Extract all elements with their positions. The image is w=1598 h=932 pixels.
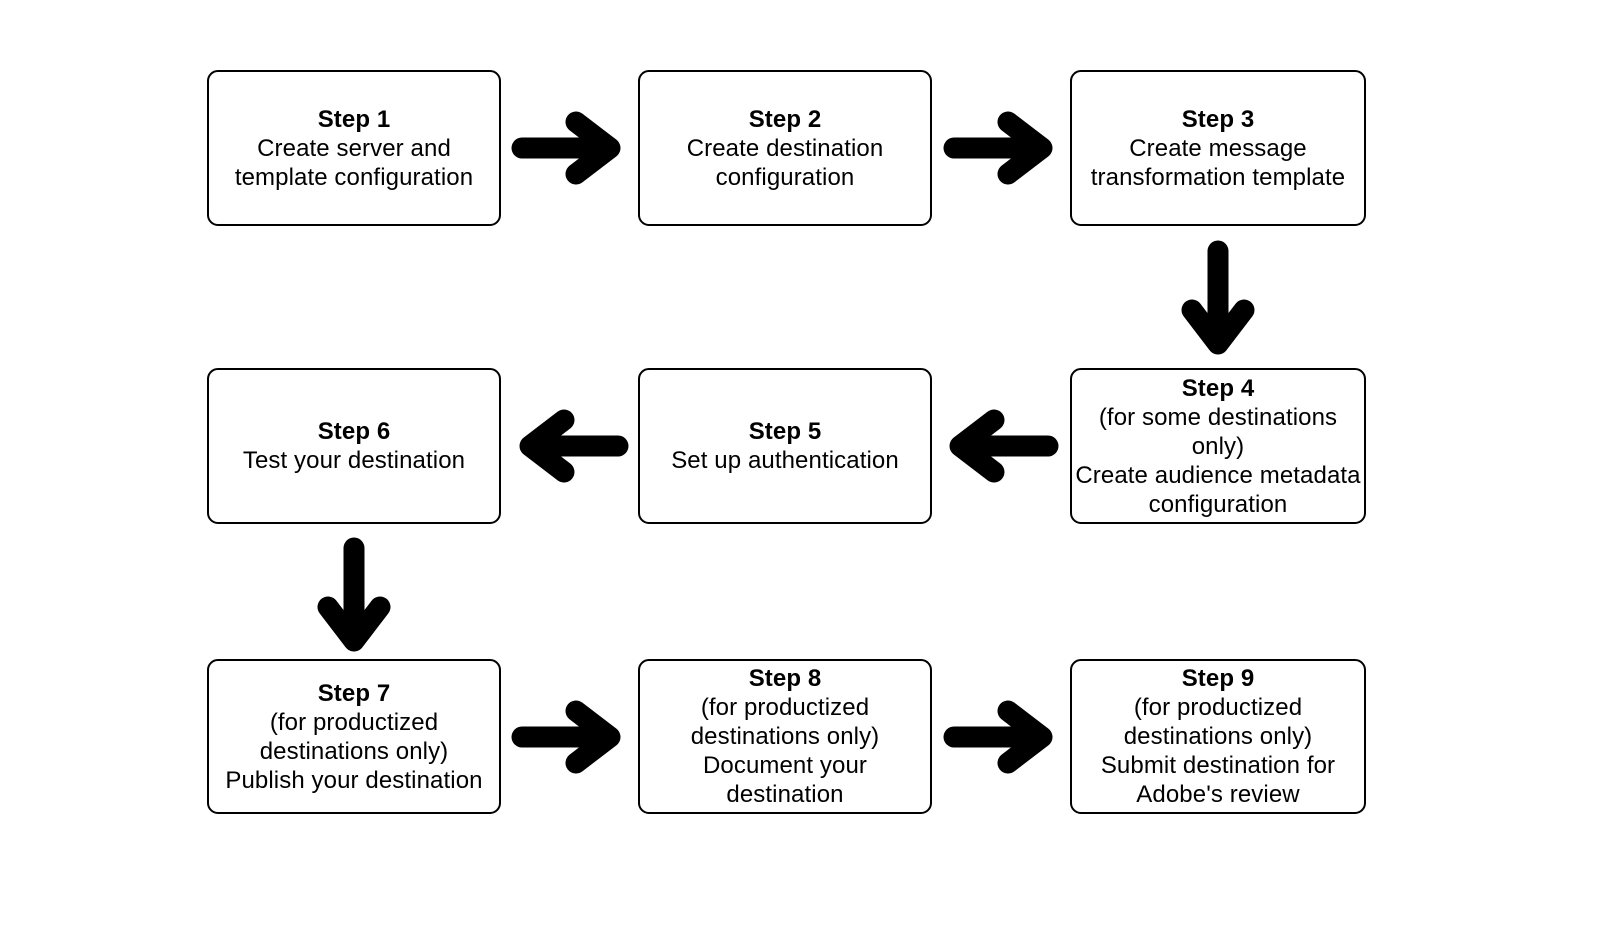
node-title: Step 6 xyxy=(317,418,391,445)
arrow-step2-step3 xyxy=(943,111,1054,185)
node-title: Step 3 xyxy=(1181,105,1255,133)
node-body-line: configuration xyxy=(715,163,855,191)
arrow-step6-step7 xyxy=(317,537,391,655)
node-body-line: configuration xyxy=(1148,490,1288,518)
node-body-line: destination xyxy=(726,781,844,808)
node-title: Step 4 xyxy=(1181,374,1255,402)
node-step-8[interactable]: Step 8 (for productized destinations onl… xyxy=(638,659,932,814)
node-body-line: Create message xyxy=(1129,134,1307,162)
node-step-2[interactable]: Step 2 Create destination configuration xyxy=(638,70,932,226)
arrow-step3-step4 xyxy=(1181,240,1255,358)
node-body-line: Document your xyxy=(702,752,868,779)
arrow-step7-step8 xyxy=(511,700,622,774)
node-title: Step 9 xyxy=(1181,665,1255,692)
arrow-step1-step2 xyxy=(511,111,622,185)
node-body-line: Create audience metadata xyxy=(1075,461,1361,489)
node-title: Step 2 xyxy=(748,105,822,133)
node-title: Step 5 xyxy=(748,418,822,445)
node-body-line: (for productized xyxy=(1133,694,1303,721)
node-body-line: (for some destinations xyxy=(1098,403,1338,431)
node-body-line: destinations only) xyxy=(690,723,880,750)
node-title: Step 8 xyxy=(748,665,822,692)
node-step-6[interactable]: Step 6 Test your destination xyxy=(207,368,501,524)
arrow-step5-step6 xyxy=(518,409,629,483)
node-step-9[interactable]: Step 9 (for productized destinations onl… xyxy=(1070,659,1366,814)
arrow-step4-step5 xyxy=(948,409,1059,483)
node-step-3[interactable]: Step 3 Create message transformation tem… xyxy=(1070,70,1366,226)
node-body-line: destinations only) xyxy=(1123,723,1313,750)
node-body-line: Test your destination xyxy=(242,447,466,474)
node-step-4[interactable]: Step 4 (for some destinations only) Crea… xyxy=(1070,368,1366,524)
node-body-line: Create destination xyxy=(686,134,884,162)
node-body-line: destinations only) xyxy=(259,737,449,765)
arrow-step8-step9 xyxy=(943,700,1054,774)
node-body-line: Adobe's review xyxy=(1136,781,1300,808)
node-body-line: (for productized xyxy=(700,694,870,721)
node-step-7[interactable]: Step 7 (for productized destinations onl… xyxy=(207,659,501,814)
node-body-line: only) xyxy=(1191,432,1245,460)
node-body-line: transformation template xyxy=(1090,163,1346,191)
node-step-5[interactable]: Step 5 Set up authentication xyxy=(638,368,932,524)
node-body-line: Create server and xyxy=(257,134,451,162)
node-body-line: Publish your destination xyxy=(225,766,483,794)
node-body-line: Set up authentication xyxy=(671,447,899,474)
node-body-line: template configuration xyxy=(234,163,474,191)
node-body-line: Submit destination for xyxy=(1100,752,1336,779)
node-step-1[interactable]: Step 1 Create server and template config… xyxy=(207,70,501,226)
node-title: Step 7 xyxy=(317,679,391,707)
node-body-line: (for productized xyxy=(269,708,439,736)
node-title: Step 1 xyxy=(317,105,391,133)
